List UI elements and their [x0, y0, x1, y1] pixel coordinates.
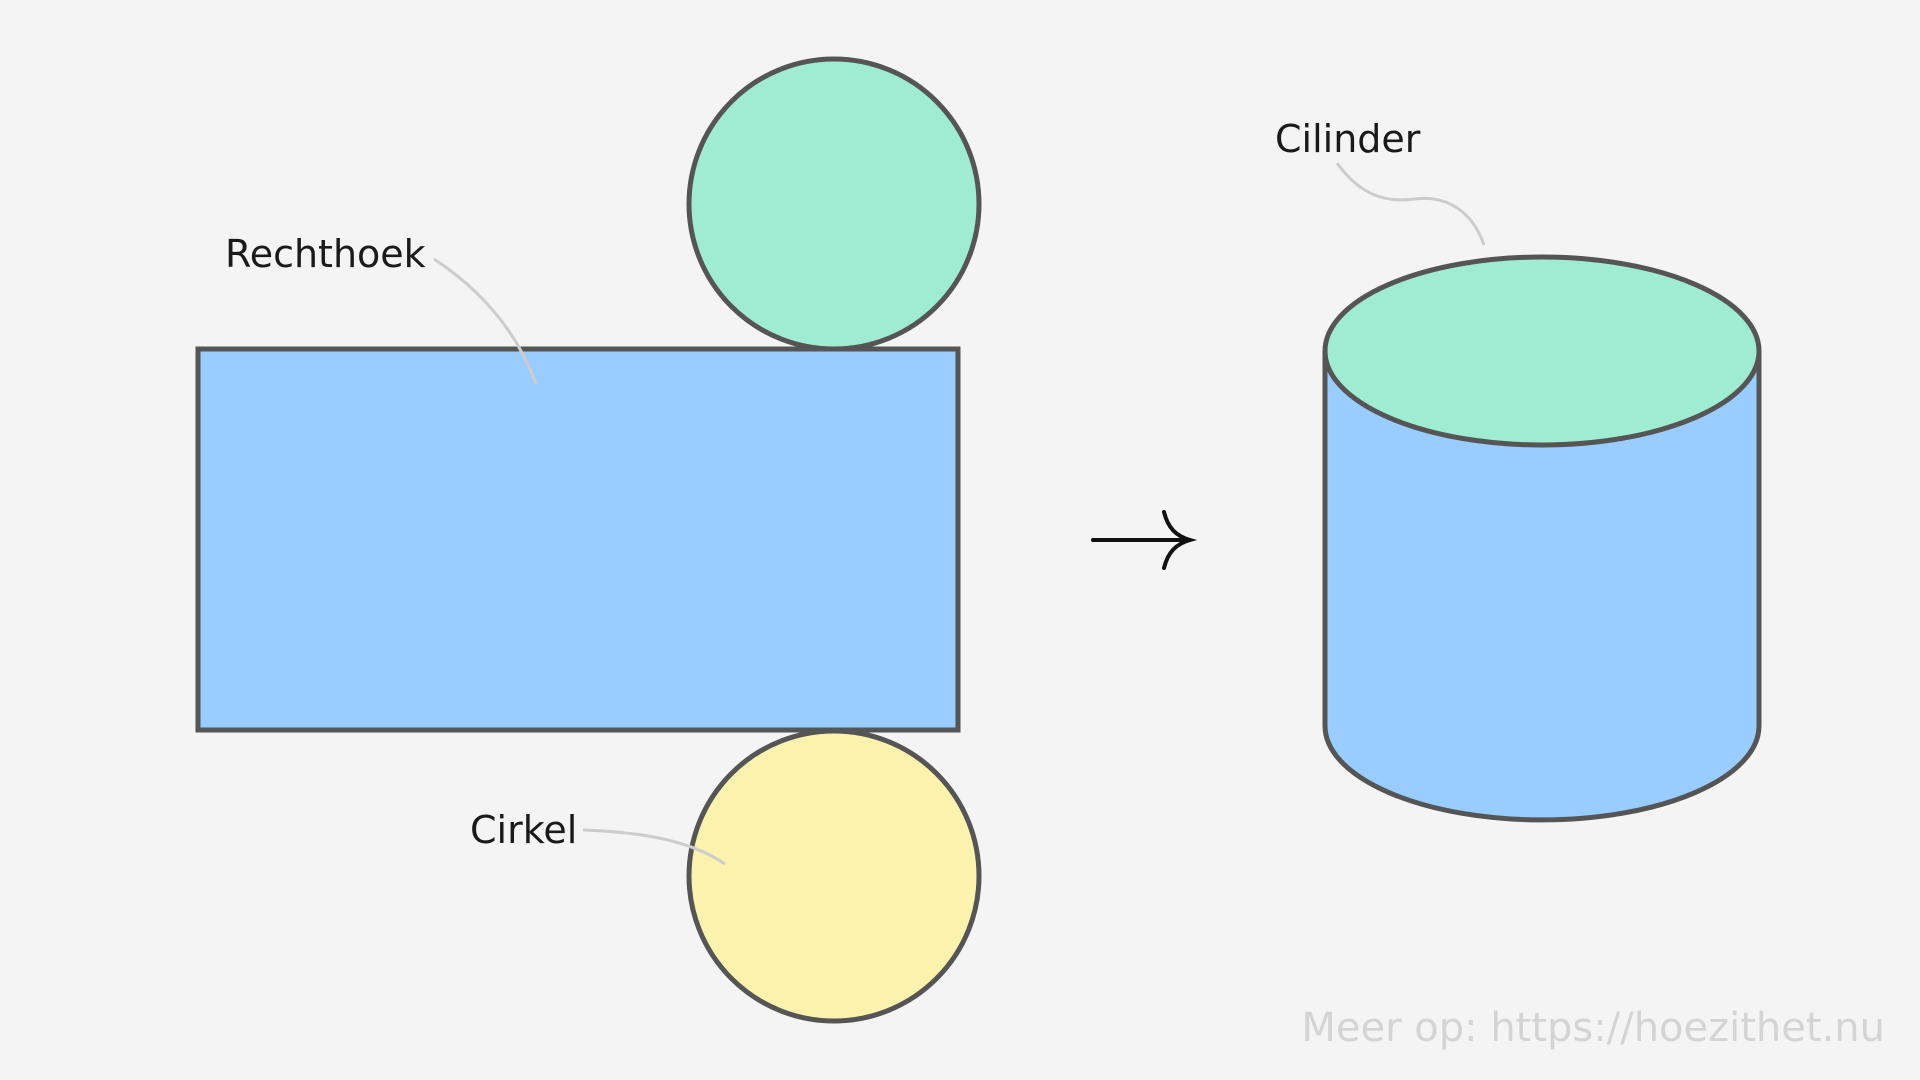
rectangle-leader-line	[433, 257, 538, 385]
top-circle	[686, 56, 982, 352]
bottom-circle	[686, 728, 982, 1024]
cylinder-label: Cilinder	[1275, 117, 1421, 161]
right-arrow-icon	[1091, 510, 1198, 570]
rectangle-label: Rechthoek	[225, 232, 426, 276]
rectangle	[195, 346, 961, 733]
cylinder-leader-line	[1335, 162, 1486, 246]
circle-label: Cirkel	[470, 808, 577, 852]
watermark-text: Meer op: https://hoezithet.nu	[1301, 1005, 1885, 1051]
cylinder-body	[1322, 349, 1762, 823]
circle-leader-line	[582, 828, 726, 866]
cylinder-top	[1322, 254, 1762, 448]
